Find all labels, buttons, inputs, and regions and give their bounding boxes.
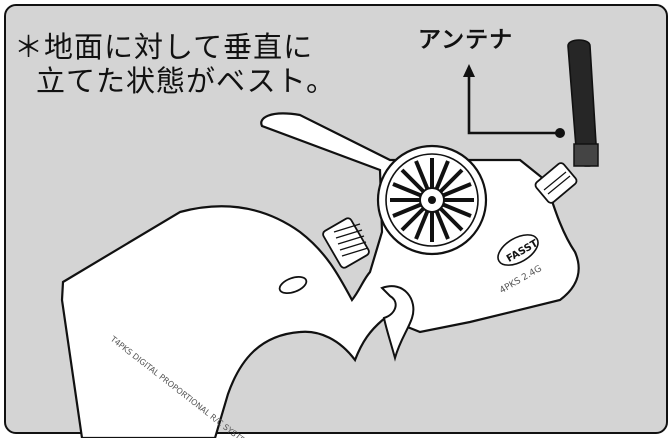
note-line-2: 立てた状態がベスト。 [36, 64, 337, 98]
throttle-trigger [380, 285, 415, 362]
note-line-1: ＊地面に対して垂直に [14, 30, 314, 64]
grip-button [278, 275, 308, 295]
antenna-joint [534, 162, 578, 204]
antenna-label: アンテナ [418, 27, 514, 53]
transmitter-grip [60, 112, 580, 438]
note-text: ＊地面に対して垂直に 立てた状態がベスト。 [14, 30, 336, 98]
steering-wheel [376, 144, 488, 256]
antenna-arrow [463, 64, 565, 138]
fasst-logo [497, 234, 539, 266]
trim-switches [322, 217, 370, 269]
antenna-base [573, 143, 599, 167]
